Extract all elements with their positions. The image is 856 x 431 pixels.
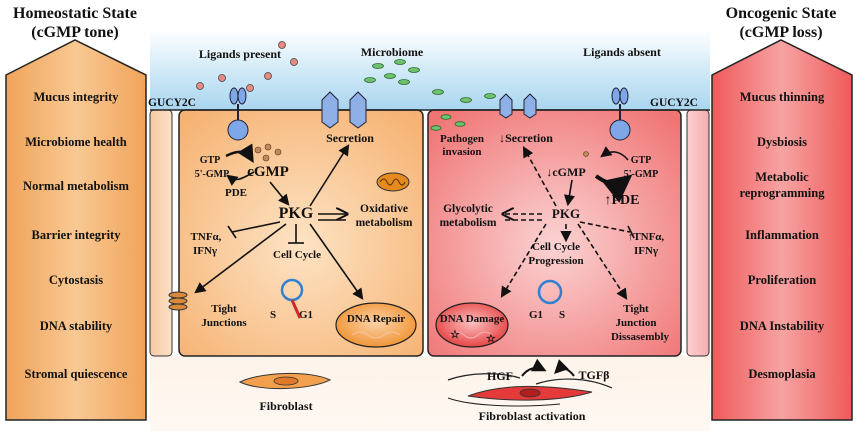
tnf-label: TNFα, <box>191 231 222 243</box>
cell-cycle-progression-1: Cell Cycle <box>532 241 580 253</box>
pde-label: PDE <box>225 187 247 199</box>
dna-repair-label: DNA Repair <box>347 313 405 325</box>
left-outcome: DNA stability <box>40 319 113 333</box>
fibroblast-label: Fibroblast <box>259 399 312 413</box>
right-outcome: DNA Instability <box>740 319 825 333</box>
right-neighbor-cell <box>686 109 710 357</box>
left-neighbor-cell <box>149 109 173 357</box>
left-title-line2: (cGMP tone) <box>31 24 119 41</box>
oxidative-label-1: Oxidative <box>360 203 408 215</box>
tj-label-1: Tight <box>623 303 649 315</box>
right-outcome: Desmoplasia <box>748 367 816 381</box>
left-outcome: Normal metabolism <box>23 179 129 193</box>
right-cgmp-arrows <box>563 146 633 207</box>
secretion-channel-right <box>499 93 537 119</box>
secretion-down-label: ↓Secretion <box>499 131 553 145</box>
cgmp-down-label: ↓cGMP <box>546 165 585 179</box>
tight-label-1: Tight <box>211 303 237 315</box>
s-phase-label: S <box>270 309 276 321</box>
tj-label-2: Junction <box>616 317 657 329</box>
left-outcome: Mucus integrity <box>33 90 119 104</box>
ligands-present-label: Ligands present <box>199 47 281 61</box>
ligand-dots <box>196 41 298 92</box>
tj-label-3: Dissasembly <box>611 331 670 343</box>
right-outcome: Dysbiosis <box>757 135 807 149</box>
gtp-right-label: GTP <box>631 155 652 166</box>
gucy2c-left-receptor <box>227 87 249 141</box>
stroma-background <box>150 356 710 431</box>
gmp-right-label: 5'-GMP <box>624 169 658 180</box>
oxidative-label-2: metabolism <box>356 217 413 229</box>
mitochondrion-icon <box>376 172 410 192</box>
left-title-line1: Homeostatic State <box>13 5 137 22</box>
right-outcome: Proliferation <box>748 273 817 287</box>
cell-cycle-ring-left <box>280 278 304 319</box>
gmp-label: 5'-GMP <box>195 169 229 180</box>
damage-star-icon: ☆ <box>450 329 460 341</box>
tgfb-label: TGFβ <box>579 368 610 382</box>
dna-repair-nucleus: DNA Repair <box>335 302 417 348</box>
glycolytic-label-1: Glycolytic <box>443 203 493 215</box>
cgmp-dots <box>254 143 589 162</box>
activated-fibroblast-cells <box>447 373 613 407</box>
right-outcome: Inflammation <box>745 228 819 242</box>
fibroblast-activation-label: Fibroblast activation <box>479 409 586 423</box>
microbiome-label: Microbiome <box>361 45 424 59</box>
secretion-label: Secretion <box>326 131 374 145</box>
gtp-label: GTP <box>200 155 221 166</box>
left-outcome-list: Mucus integrity Microbiome health Normal… <box>23 90 129 381</box>
fibroblast-cell <box>238 373 332 389</box>
left-outcome: Cytostasis <box>49 273 103 287</box>
ifn-label: IFNγ <box>193 245 217 257</box>
cell-cycle-ring-right <box>537 279 563 305</box>
right-title-line2: (cGMP loss) <box>739 24 822 41</box>
s-right-label: S <box>559 309 565 321</box>
g1-phase-label: G1 <box>299 309 313 321</box>
right-outcome: Metabolic <box>755 170 809 184</box>
left-outcome: Stromal quiescence <box>25 367 128 381</box>
cgmp-label: cGMP <box>247 164 289 180</box>
cell-cycle-label: Cell Cycle <box>273 249 321 261</box>
glycolytic-label-2: metabolism <box>440 217 497 229</box>
right-title-line1: Oncogenic State <box>726 5 837 22</box>
pde-up-label: ↑PDE <box>605 193 640 208</box>
homeostatic-pill <box>5 39 147 421</box>
tight-junction-icon <box>168 291 188 311</box>
tnf-up-label: ↑TNFα, <box>628 231 665 243</box>
right-cell-arrows <box>500 146 635 300</box>
secretion-channel-left <box>321 91 367 129</box>
gucy2c-right-receptor <box>609 87 631 141</box>
oncogenic-pill <box>711 39 853 421</box>
dna-damage-label: DNA Damage <box>440 313 505 325</box>
left-outcome: Microbiome health <box>25 135 127 149</box>
left-cell-arrows <box>194 143 364 300</box>
pkg-label: PKG <box>279 205 314 222</box>
pathogen-label-2: invasion <box>442 146 481 158</box>
microbe-cluster <box>364 59 496 131</box>
right-outcome: Mucus thinning <box>740 90 825 104</box>
cell-cycle-progression-2: Progression <box>528 255 583 267</box>
tight-label-2: Junctions <box>201 317 247 329</box>
right-outcome: reprogramming <box>740 186 826 200</box>
damage-star-icon: ☆ <box>486 333 496 345</box>
g1-right-label: G1 <box>529 309 543 321</box>
left-outcome: Barrier integrity <box>32 228 122 242</box>
dna-damage-nucleus: DNA Damage ☆ ☆ <box>435 302 509 348</box>
gucy2c-right-label: GUCY2C <box>650 97 698 109</box>
gucy2c-left-label: GUCY2C <box>148 97 196 109</box>
pathogen-label-1: Pathogen <box>440 133 484 145</box>
ifn-right-label: IFNγ <box>634 245 658 257</box>
pkg-right-label: PKG <box>552 206 580 221</box>
ligands-absent-label: Ligands absent <box>583 45 661 59</box>
right-outcome-list: Mucus thinning Dysbiosis Metabolic repro… <box>740 90 826 381</box>
hgf-label: HGF <box>487 369 513 383</box>
paracrine-arrows <box>521 358 575 377</box>
